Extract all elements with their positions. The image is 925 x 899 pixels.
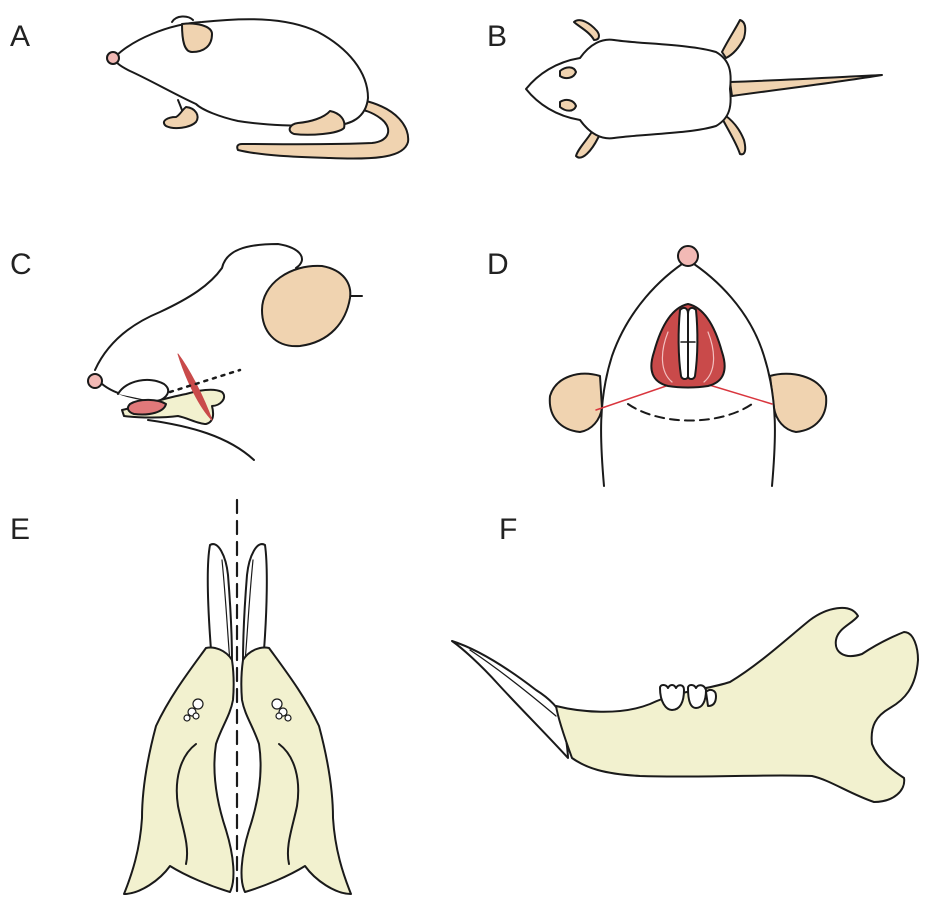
panel-c-head-side — [88, 244, 362, 460]
mandible-f — [556, 608, 918, 802]
panel-a-mouse-side — [107, 16, 408, 158]
incisor-d-left — [679, 308, 688, 379]
mouse-nose — [107, 52, 119, 64]
molar-f-3 — [706, 690, 716, 706]
mouth-flap — [118, 380, 168, 402]
mouse-front-paw — [164, 107, 198, 128]
ear-d-right — [770, 374, 826, 432]
ear-d-left — [550, 374, 602, 432]
panel-e-mandible-ventral — [124, 500, 351, 899]
mouse-tail-top — [730, 75, 882, 96]
mouse-ear-rim — [172, 16, 193, 22]
nose-d — [678, 246, 698, 266]
cut-line-c — [170, 370, 240, 392]
front-limb-top — [574, 20, 599, 40]
molar-f-2 — [688, 685, 706, 708]
panel-f-mandible-lateral — [452, 608, 918, 802]
ear-left — [560, 67, 576, 78]
hind-limb-top — [722, 20, 745, 58]
mouse-ear — [182, 23, 212, 52]
incisor-f — [452, 641, 568, 758]
ear-right — [560, 100, 576, 111]
panel-d-head-ventral — [550, 246, 826, 486]
mouse-body-top — [526, 40, 731, 139]
hind-limb-bottom — [722, 116, 745, 154]
panel-b-mouse-top — [526, 20, 882, 158]
incisor-d-right — [688, 308, 697, 379]
nose-c — [88, 374, 102, 388]
mouse-body — [115, 19, 368, 126]
